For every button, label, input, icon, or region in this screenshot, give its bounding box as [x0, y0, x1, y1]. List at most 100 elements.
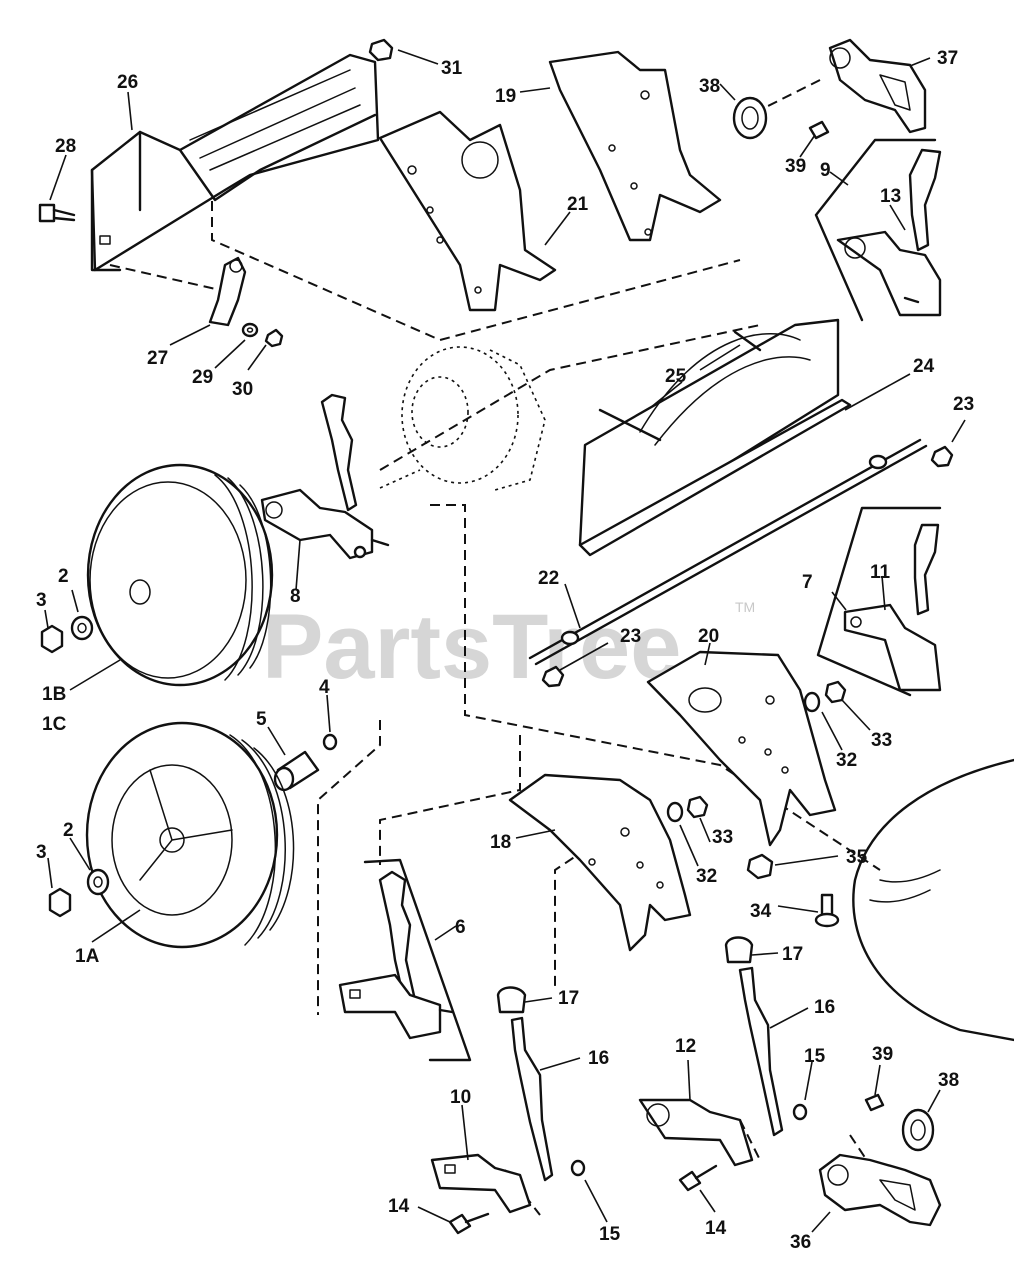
part-15-washer: [570, 1159, 586, 1177]
part-33-nut: [824, 680, 847, 704]
part-14-bolt: [678, 1164, 718, 1192]
callout-29: 29: [192, 367, 213, 388]
callout-23: 23: [620, 626, 641, 647]
callout-3: 3: [36, 842, 47, 863]
callout-4: 4: [319, 677, 330, 698]
callout-14: 14: [705, 1218, 727, 1239]
part-26-channel-bracket: [90, 53, 380, 272]
part-6-lever-assembly: [338, 858, 472, 1062]
callout-35: 35: [846, 847, 868, 868]
callout-1B: 1B: [42, 684, 66, 705]
part-33-nut: [686, 795, 709, 819]
callout-1A: 1A: [75, 946, 100, 967]
callout-1C: 1C: [42, 714, 67, 735]
part-37-bracket: [828, 38, 927, 134]
callout-20: 20: [698, 626, 719, 647]
callout-5: 5: [256, 709, 267, 730]
callout-19: 19: [495, 86, 516, 107]
part-27-bracket: [208, 256, 247, 327]
part-21-side-plate: [378, 110, 557, 312]
callout-39: 39: [872, 1044, 893, 1065]
callout-31: 31: [441, 58, 463, 79]
callout-8: 8: [290, 586, 301, 607]
part-23-nut: [930, 445, 954, 468]
part-1B-wheel: [86, 463, 274, 687]
part-12-bracket: [638, 1098, 754, 1167]
callout-9: 9: [820, 160, 831, 181]
callout-32: 32: [696, 866, 717, 887]
part-35-flange-nut: [746, 853, 774, 880]
part-3-nut: [40, 624, 64, 654]
part-29-washer: [241, 322, 259, 338]
part-32-washer: [803, 691, 821, 713]
part-8-lever-assembly: [260, 393, 390, 560]
part-18-side-plate: [508, 773, 692, 952]
callout-32: 32: [836, 750, 857, 771]
callout-38: 38: [938, 1070, 959, 1091]
callout-36: 36: [790, 1232, 811, 1253]
part-20-side-plate: [646, 650, 837, 847]
engine-outline: [379, 346, 546, 491]
callout-15: 15: [599, 1224, 621, 1245]
callout-16: 16: [814, 997, 835, 1018]
watermark-trademark: TM: [735, 599, 755, 615]
callout-33: 33: [712, 827, 733, 848]
part-14-bolt: [448, 1212, 490, 1235]
part-24-rear-baffle: [578, 318, 852, 557]
callout-2: 2: [63, 820, 74, 841]
callout-27: 27: [147, 348, 168, 369]
callout-39: 39: [785, 156, 806, 177]
callout-30: 30: [232, 379, 253, 400]
callout-13: 13: [880, 186, 901, 207]
callout-17: 17: [782, 944, 803, 965]
callout-23: 23: [953, 394, 974, 415]
part-10-bracket: [430, 1153, 532, 1214]
leader-lines: [44, 49, 966, 1233]
callout-15: 15: [804, 1046, 826, 1067]
part-22-axle-rod: [528, 438, 928, 666]
part-16-lever: [738, 966, 784, 1137]
callout-12: 12: [675, 1036, 696, 1057]
part-2-washer: [70, 615, 94, 641]
part-15-washer: [792, 1103, 808, 1121]
callout-33: 33: [871, 730, 892, 751]
part-28-bolt: [38, 203, 76, 223]
callout-11: 11: [870, 562, 891, 583]
callout-28: 28: [55, 136, 76, 157]
part-17-grip: [724, 936, 754, 964]
part-34-bolt: [814, 893, 840, 928]
callout-7: 7: [802, 572, 813, 593]
callout-17: 17: [558, 988, 579, 1009]
callout-18: 18: [490, 832, 511, 853]
part-1A-wheel: [85, 721, 295, 949]
part-4-washer: [322, 733, 338, 751]
callout-21: 21: [567, 194, 589, 215]
part-38-bearing: [732, 96, 768, 140]
part-25-cotter-pin: [598, 330, 762, 442]
part-7-lever-assembly: [816, 506, 942, 697]
callout-37: 37: [937, 48, 958, 69]
callout-14: 14: [388, 1196, 410, 1217]
part-9-lever-assembly: [814, 138, 942, 322]
part-36-bracket: [818, 1153, 942, 1227]
part-3-nut: [48, 887, 72, 918]
part-32-washer: [666, 801, 684, 823]
callout-3: 3: [36, 590, 47, 611]
callout-10: 10: [450, 1087, 471, 1108]
part-16-lever: [510, 1016, 554, 1182]
callout-22: 22: [538, 568, 559, 589]
part-39-bolt: [808, 120, 830, 140]
callout-38: 38: [699, 76, 720, 97]
callout-24: 24: [913, 356, 935, 377]
callout-16: 16: [588, 1048, 609, 1069]
part-17-grip: [496, 986, 527, 1014]
part-19-side-plate: [548, 50, 722, 242]
callout-2: 2: [58, 566, 69, 587]
part-38-bearing: [901, 1108, 935, 1152]
part-5-spacer: [273, 750, 320, 792]
part-39-bolt: [864, 1093, 885, 1112]
callout-6: 6: [455, 917, 466, 938]
part-30-nut: [264, 328, 284, 348]
